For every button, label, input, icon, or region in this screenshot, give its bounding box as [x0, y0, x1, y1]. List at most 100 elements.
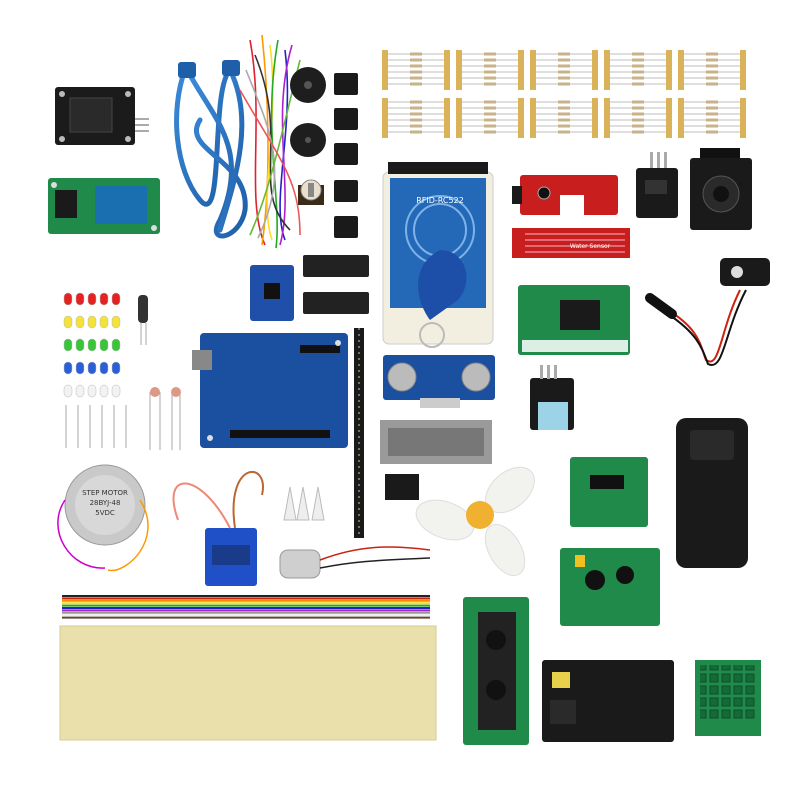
- resistor: [410, 64, 422, 68]
- resistor-tape: [604, 98, 610, 138]
- led: [87, 384, 97, 398]
- resistor: [410, 130, 422, 134]
- keypad-matrix: [695, 660, 761, 736]
- resistor: [558, 64, 570, 68]
- water-sensor: Water Sensor: [512, 228, 630, 258]
- resistor: [484, 58, 496, 62]
- arduino-uno-board: [192, 333, 348, 448]
- resistor: [410, 112, 422, 116]
- resistor: [484, 52, 496, 56]
- resistor: [632, 130, 644, 134]
- resistor: [706, 52, 718, 56]
- remote-control: [676, 418, 748, 568]
- push-button-set: [334, 73, 358, 238]
- led: [111, 384, 121, 398]
- led: [99, 292, 109, 306]
- resistor: [410, 100, 422, 104]
- resistor: [558, 100, 570, 104]
- pin-header-strip: [354, 328, 364, 538]
- resistor: [484, 64, 496, 68]
- rfid-label: RFID-RC522: [416, 196, 464, 205]
- resistor-tape: [592, 50, 598, 90]
- jumper-wire-bundle: [239, 34, 301, 249]
- led: [111, 292, 121, 306]
- tilt-switch: [138, 295, 148, 345]
- resistor: [558, 76, 570, 80]
- led: [87, 338, 97, 352]
- usb-cable: [174, 60, 248, 239]
- resistor: [706, 76, 718, 80]
- resistor: [706, 100, 718, 104]
- resistor: [484, 106, 496, 110]
- stepper-label-2: 28BYJ-48: [90, 499, 121, 507]
- led: [63, 384, 73, 398]
- resistor: [706, 124, 718, 128]
- ribbon-jumper-wires: [62, 595, 430, 619]
- resistor: [484, 112, 496, 116]
- led: [111, 361, 121, 375]
- gyroscope-module: [250, 265, 294, 321]
- led: [63, 361, 73, 375]
- ultrasonic-sensor: [383, 355, 495, 408]
- resistor: [484, 82, 496, 86]
- led: [99, 338, 109, 352]
- led: [87, 315, 97, 329]
- led: [75, 315, 85, 329]
- resistor: [558, 112, 570, 116]
- resistor-tape: [382, 98, 388, 138]
- resistor-tape: [604, 50, 610, 90]
- motor-driver-module: [518, 285, 630, 355]
- resistor: [706, 112, 718, 116]
- temperature-sensor: [530, 365, 574, 430]
- resistor: [410, 58, 422, 62]
- resistor: [632, 82, 644, 86]
- resistor: [632, 70, 644, 74]
- resistor: [410, 76, 422, 80]
- resistor: [558, 130, 570, 134]
- resistor-tape: [678, 98, 684, 138]
- resistor: [410, 106, 422, 110]
- stepper-label-3: 5VDC: [95, 509, 115, 517]
- led: [87, 361, 97, 375]
- pir-sensor-board: [560, 548, 660, 626]
- resistor: [706, 70, 718, 74]
- lcd-display-module: [463, 597, 529, 745]
- resistor: [632, 112, 644, 116]
- led-array: [63, 292, 127, 448]
- stepper-motor: STEP MOTOR 28BYJ-48 5VDC: [57, 464, 149, 572]
- rfid-keyfob: [418, 250, 467, 348]
- resistor: [410, 52, 422, 56]
- resistor: [484, 76, 496, 80]
- resistor: [484, 70, 496, 74]
- relay-module-black: [55, 87, 149, 145]
- resistor: [410, 118, 422, 122]
- led: [75, 361, 85, 375]
- led: [63, 315, 73, 329]
- resistor-tape: [678, 50, 684, 90]
- resistor: [410, 124, 422, 128]
- resistor: [558, 70, 570, 74]
- led: [75, 384, 85, 398]
- resistor-tape: [518, 98, 524, 138]
- servo-horns: [283, 486, 325, 521]
- resistor: [632, 52, 644, 56]
- sound-sensor-module: [512, 175, 618, 215]
- servo-motor: [172, 471, 264, 586]
- resistor: [484, 118, 496, 122]
- ir-receiver-module: [636, 152, 678, 218]
- resistor: [706, 82, 718, 86]
- resistor-tape: [530, 50, 536, 90]
- resistor: [706, 58, 718, 62]
- led: [87, 292, 97, 306]
- seven-segment-display: [380, 420, 492, 464]
- breadboard-tape: [59, 625, 437, 741]
- led: [63, 292, 73, 306]
- ic-chips: [303, 255, 369, 314]
- resistor: [484, 124, 496, 128]
- resistor: [706, 118, 718, 122]
- resistor: [558, 82, 570, 86]
- led: [75, 338, 85, 352]
- dc-motor: [279, 546, 431, 579]
- resistor-tape: [666, 50, 672, 90]
